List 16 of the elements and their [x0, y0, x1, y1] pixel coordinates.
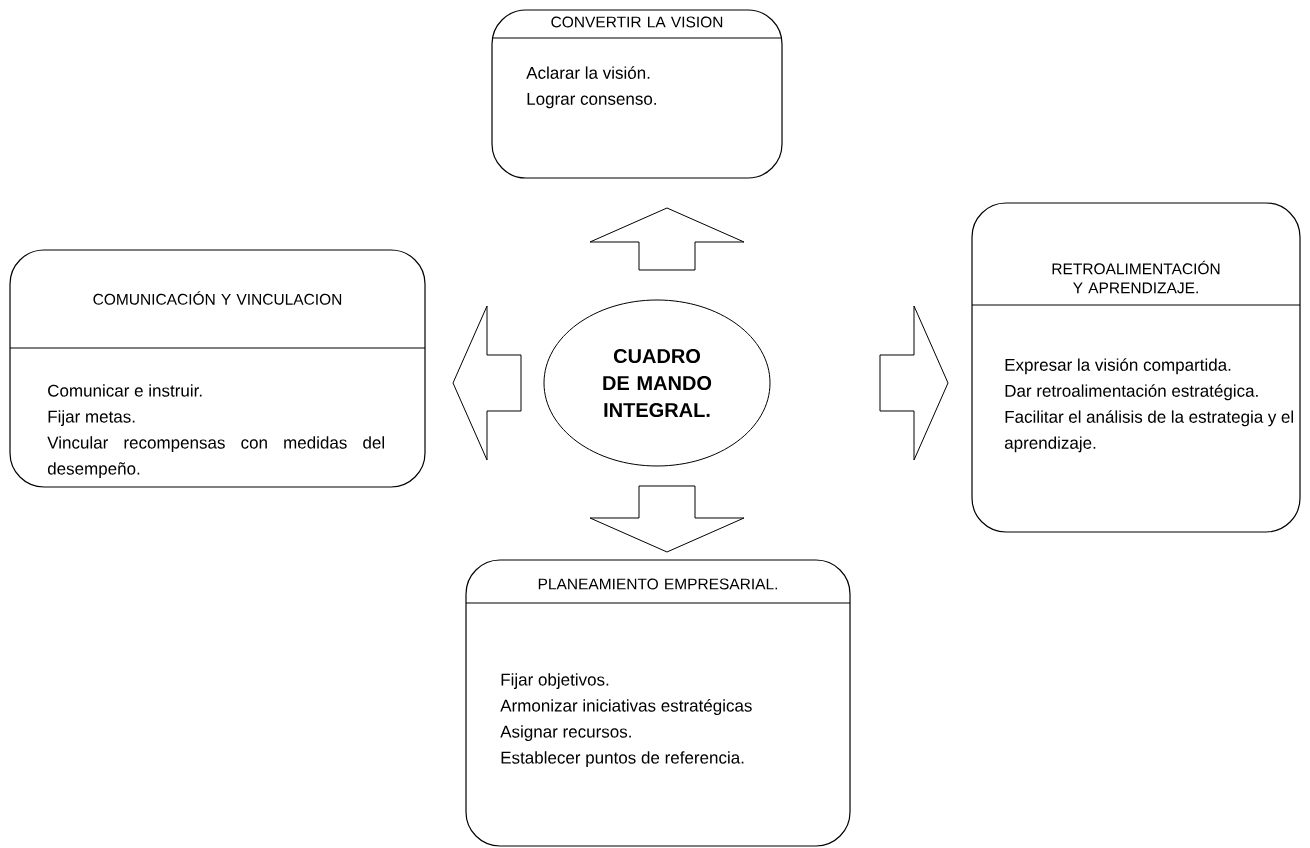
box-heading: COMUNICACIÓN Y VINCULACION: [93, 291, 342, 305]
box-body: Comunicar e instruir. Fijar metas. Vincular recompensas con medidas del desempeño.: [47, 384, 384, 479]
block-arrow: [589, 485, 745, 553]
box-body: Fijar objetivos. Armonizar iniciativas estratégicas Asignar recursos. Establecer puntos de referencia.: [500, 673, 752, 768]
node-label: Armonizar iniciativas estratégicas: [500, 699, 752, 716]
block-arrow: [879, 305, 949, 461]
box-heading: CONVERTIR LA VISION: [551, 16, 723, 28]
node-label: Fijar objetivos.: [501, 673, 609, 690]
node-label: Establecer puntos de referencia.: [501, 751, 744, 768]
box-body: Aclarar la visión. Lograr consenso.: [526, 66, 656, 109]
box-heading: RETROALIMENTACIÓN Y APRENDIZAJE.: [1052, 260, 1220, 294]
box-body: Expresar la visión compartida. Dar retroalimentación estratégica. Facilitar el análisis de la estrategia y el aprendizaje.: [1004, 358, 1293, 453]
box-heading: PLANEAMIENTO EMPRESARIAL.: [538, 578, 777, 590]
block-arrow: [589, 207, 745, 271]
block-arrow: [452, 305, 522, 461]
node-label: Asignar recursos.: [500, 725, 631, 742]
